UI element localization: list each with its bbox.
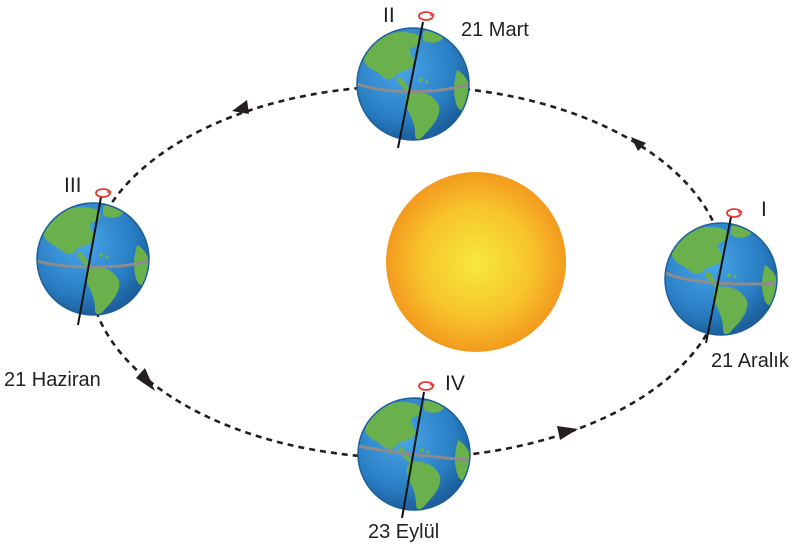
label-date-II: 21 Mart bbox=[461, 19, 529, 41]
label-date-IV: 23 Eylül bbox=[368, 521, 439, 543]
label-date-III: 21 Haziran bbox=[4, 369, 101, 391]
equator-line bbox=[357, 82, 469, 93]
earth-position-III bbox=[37, 188, 151, 326]
earth-globe-icon bbox=[37, 203, 151, 315]
earth-globe-icon bbox=[357, 28, 471, 140]
rotation-arrow-icon bbox=[418, 11, 436, 21]
rotation-arrow-icon bbox=[418, 381, 436, 391]
rotation-axis bbox=[77, 196, 102, 326]
rotation-axis bbox=[401, 391, 425, 519]
earth-position-II bbox=[357, 11, 471, 149]
rotation-arrow-icon bbox=[726, 208, 744, 218]
orbit-arrowhead-icon bbox=[136, 368, 155, 391]
earth-position-IV bbox=[358, 381, 472, 519]
rotation-arrow-icon bbox=[95, 188, 113, 198]
label-roman-II: II bbox=[383, 4, 395, 27]
orbit-arrowhead-icon bbox=[232, 100, 249, 114]
orbit-arrowhead-icon bbox=[557, 426, 578, 440]
rotation-axis bbox=[705, 216, 732, 344]
label-roman-I: I bbox=[761, 198, 767, 221]
label-roman-IV: IV bbox=[445, 372, 465, 395]
label-roman-III: III bbox=[64, 174, 82, 197]
earth-position-I bbox=[665, 208, 779, 344]
rotation-axis bbox=[397, 21, 424, 149]
equator-line bbox=[37, 259, 149, 269]
orbit-arrowhead-icon bbox=[631, 137, 646, 151]
equator-line bbox=[665, 271, 777, 286]
label-date-I: 21 Aralık bbox=[711, 350, 790, 372]
sun-icon bbox=[386, 172, 566, 352]
